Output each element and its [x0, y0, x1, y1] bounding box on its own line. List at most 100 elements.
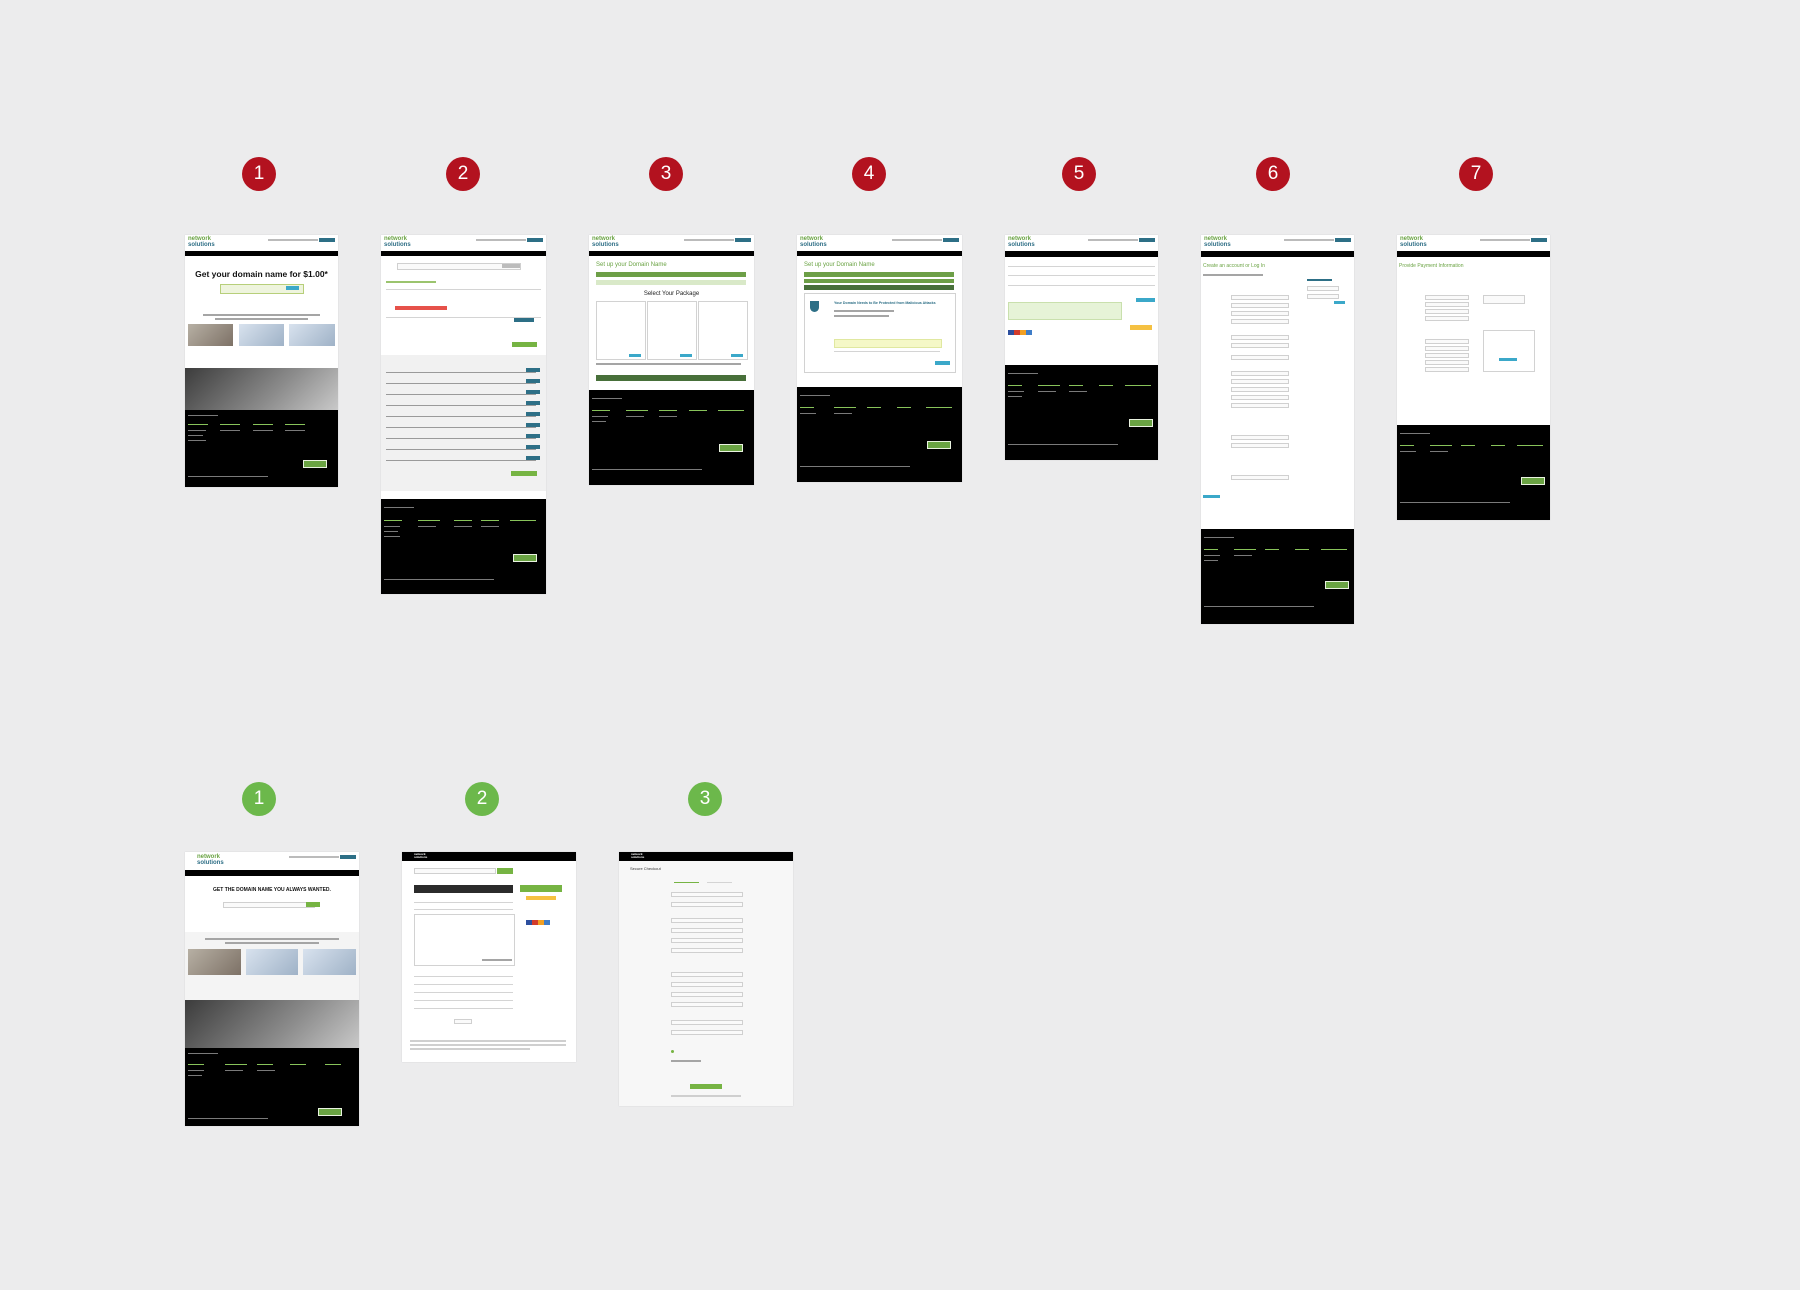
continue-button-bottom[interactable]: [511, 471, 537, 476]
form-field[interactable]: [1425, 346, 1469, 351]
form-field[interactable]: [1231, 319, 1289, 324]
header-cta-button[interactable]: [527, 238, 543, 242]
suggestion-row[interactable]: [414, 992, 513, 993]
form-field[interactable]: [1231, 295, 1289, 300]
form-field[interactable]: [1231, 403, 1289, 408]
form-field[interactable]: [671, 928, 743, 933]
form-field[interactable]: [1231, 343, 1289, 348]
header-links[interactable]: [1088, 239, 1138, 241]
suggestion-row[interactable]: [386, 372, 536, 373]
form-field[interactable]: [671, 1030, 743, 1035]
paypal-button[interactable]: [526, 896, 556, 900]
new-screen-1-homepage[interactable]: network solutions GET THE DOMAIN NAME YO…: [185, 852, 359, 1126]
header-links[interactable]: [289, 856, 339, 858]
main-nav[interactable]: [1005, 251, 1158, 257]
add-button[interactable]: [526, 412, 540, 416]
form-field[interactable]: [1231, 303, 1289, 308]
form-field[interactable]: [671, 892, 743, 897]
search-again-button[interactable]: [502, 264, 520, 268]
header-links[interactable]: [892, 239, 942, 241]
suggestion-row[interactable]: [414, 1000, 513, 1001]
domain-search-input[interactable]: [220, 284, 304, 294]
form-field[interactable]: [1425, 309, 1469, 314]
search-button[interactable]: [306, 902, 320, 907]
form-field[interactable]: [1231, 379, 1289, 384]
tab-existing-customer[interactable]: [707, 882, 732, 883]
paypal-button[interactable]: [1130, 325, 1152, 330]
header-links[interactable]: [476, 239, 526, 241]
suggestion-row[interactable]: [386, 438, 536, 439]
login-button[interactable]: [1334, 301, 1345, 304]
add-button[interactable]: [526, 434, 540, 438]
add-button[interactable]: [526, 390, 540, 394]
suggestion-row[interactable]: [386, 383, 536, 384]
form-field[interactable]: [1231, 355, 1289, 360]
old-screen-3-select-package[interactable]: network solutions Set up your Domain Nam…: [589, 235, 754, 485]
header-cta-button[interactable]: [735, 238, 751, 242]
form-field[interactable]: [1231, 395, 1289, 400]
add-button[interactable]: [526, 423, 540, 427]
continue-to-checkout-button[interactable]: [520, 885, 562, 892]
addon-list[interactable]: [414, 914, 515, 966]
main-nav[interactable]: [1201, 251, 1354, 257]
form-field[interactable]: [671, 948, 743, 953]
form-field[interactable]: [1425, 339, 1469, 344]
header-links[interactable]: [1480, 239, 1530, 241]
select-standard-button[interactable]: [680, 354, 692, 357]
form-field[interactable]: [1425, 353, 1469, 358]
option-protect[interactable]: [834, 339, 942, 348]
create-account-button[interactable]: [1203, 495, 1220, 498]
main-nav[interactable]: [797, 251, 962, 256]
form-field[interactable]: [1231, 443, 1289, 448]
package-card-premium[interactable]: [698, 301, 748, 360]
promo-offer-panel[interactable]: [1008, 302, 1122, 320]
option-no-thanks[interactable]: [834, 351, 940, 352]
form-field[interactable]: [1231, 475, 1289, 480]
checkout-button[interactable]: [1136, 298, 1155, 302]
header-cta-button[interactable]: [1335, 238, 1351, 242]
suggestion-row[interactable]: [414, 984, 513, 985]
search-field[interactable]: [397, 263, 521, 270]
header-cta-button[interactable]: [340, 855, 356, 859]
checkbox-icon[interactable]: [671, 1050, 674, 1053]
search-button[interactable]: [497, 868, 513, 874]
form-field[interactable]: [671, 982, 743, 987]
select-basic-button[interactable]: [629, 354, 641, 357]
header-cta-button[interactable]: [1531, 238, 1547, 242]
main-nav[interactable]: [185, 251, 338, 256]
promo-code-box[interactable]: [1483, 295, 1525, 304]
login-username[interactable]: [1307, 286, 1339, 291]
main-nav[interactable]: [1397, 251, 1550, 257]
continue-button[interactable]: [935, 361, 950, 365]
form-field[interactable]: [1425, 367, 1469, 372]
form-field[interactable]: [1231, 387, 1289, 392]
form-field[interactable]: [1231, 311, 1289, 316]
form-field[interactable]: [671, 918, 743, 923]
domain-search-input[interactable]: [223, 902, 315, 908]
form-field[interactable]: [1425, 302, 1469, 307]
header-cta-button[interactable]: [943, 238, 959, 242]
header-links[interactable]: [268, 239, 318, 241]
add-button[interactable]: [526, 401, 540, 405]
add-button[interactable]: [526, 445, 540, 449]
header-links[interactable]: [684, 239, 734, 241]
form-field[interactable]: [671, 1020, 743, 1025]
old-screen-6-account-login[interactable]: network solutions Create an account or L…: [1201, 235, 1354, 624]
form-field[interactable]: [1231, 335, 1289, 340]
main-nav[interactable]: [589, 251, 754, 256]
form-field[interactable]: [1425, 316, 1469, 321]
form-field[interactable]: [1231, 435, 1289, 440]
search-button[interactable]: [286, 286, 299, 290]
tab-new-customer[interactable]: [674, 882, 699, 883]
form-field[interactable]: [671, 972, 743, 977]
old-screen-2-search-results[interactable]: network solutions: [381, 235, 546, 594]
place-order-button[interactable]: [1499, 358, 1517, 361]
old-screen-4-domain-protection[interactable]: network solutions Set up your Domain Nam…: [797, 235, 962, 482]
form-field[interactable]: [671, 938, 743, 943]
main-nav[interactable]: [185, 870, 359, 876]
continue-button[interactable]: [512, 342, 537, 347]
place-order-button[interactable]: [690, 1084, 722, 1089]
package-card-standard[interactable]: [647, 301, 697, 360]
promo-banner[interactable]: [185, 1000, 359, 1048]
promo-banner[interactable]: [185, 368, 338, 410]
